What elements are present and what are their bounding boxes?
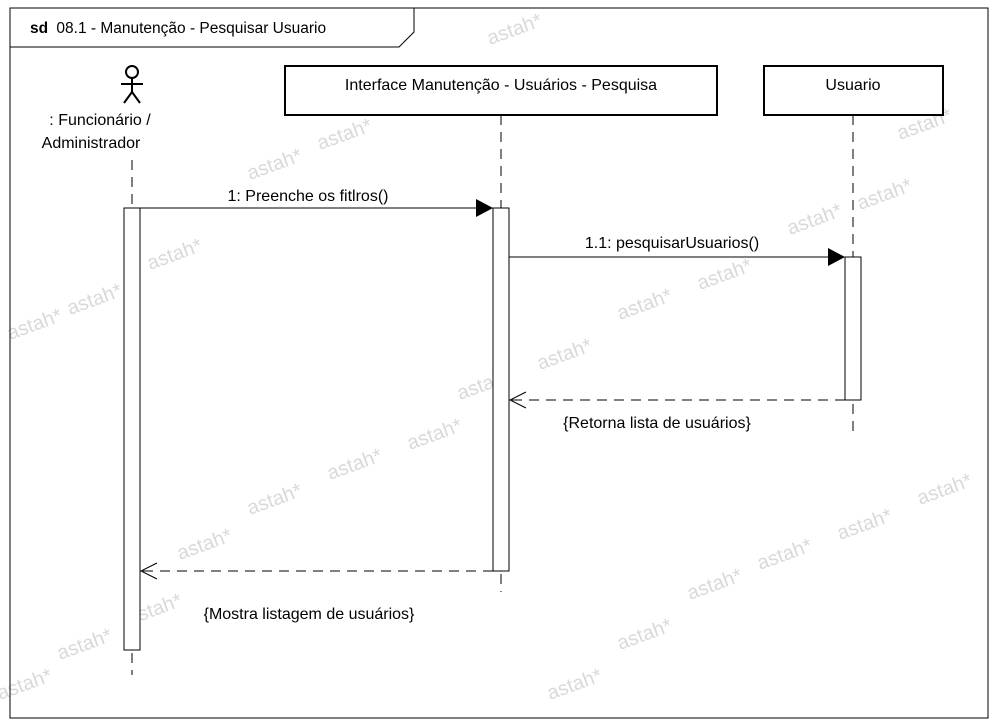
watermark-text: astah* [54,625,115,665]
diagram-frame [9,7,989,719]
activation-bar-usuario [844,256,862,401]
activation-bar-interface [492,207,510,572]
return-2-label: {Mostra listagem de usuários} [204,606,415,623]
return-2-arrowhead-icon [139,562,158,580]
lifeline-head-interface [284,65,718,116]
frame-title-text: 08.1 - Manutenção - Pesquisar Usuario [56,20,326,37]
watermark-text: astah* [484,10,545,50]
watermark-text: astah* [144,235,205,275]
watermark-text: astah* [834,505,895,545]
lifeline-label-interface: Interface Manutenção - Usuários - Pesqui… [345,77,657,94]
watermark-text: astah* [64,280,125,320]
watermark-text: astah* [854,175,915,215]
actor-label-line2: Administrador [42,135,141,152]
watermark-text: astah* [324,445,385,485]
watermark-text: astah* [754,535,815,575]
lifeline-head-usuario [763,65,944,116]
watermark-text: astah* [544,665,605,705]
watermark-text: astah* [0,665,55,705]
message-1-arrowhead-icon [476,199,493,217]
message-2-arrowhead-icon [828,248,845,266]
watermark-text: astah* [244,480,305,520]
lifeline-label-usuario: Usuario [825,77,880,94]
frame-title: sd 08.1 - Manutenção - Pesquisar Usuario [30,20,326,37]
watermark-text: astah* [694,255,755,295]
watermark-text: astah* [404,415,465,455]
watermark-text: astah* [614,285,675,325]
actor-label-line1: : Funcionário / [49,112,151,129]
activation-bar-actor [123,207,141,651]
watermark-text: astah* [684,565,745,605]
watermark-text: astah* [614,615,675,655]
return-1-arrowhead-icon [508,391,527,409]
watermark-text: astah* [244,145,305,185]
watermark-text: astah* [914,470,975,510]
watermark-text: astah* [174,525,235,565]
message-1-label: 1: Preenche os fitlros() [228,188,389,205]
frame-title-tab [10,8,415,48]
return-1-label: {Retorna lista de usuários} [563,415,751,432]
message-2-label: 1.1: pesquisarUsuarios() [585,235,759,252]
watermark-text: astah* [534,335,595,375]
watermark-text: astah* [784,200,845,240]
watermark-text: astah* [314,115,375,155]
frame-keyword: sd [30,20,48,37]
actor-figure-icon [121,65,143,104]
watermark-text: astah* [4,305,65,345]
